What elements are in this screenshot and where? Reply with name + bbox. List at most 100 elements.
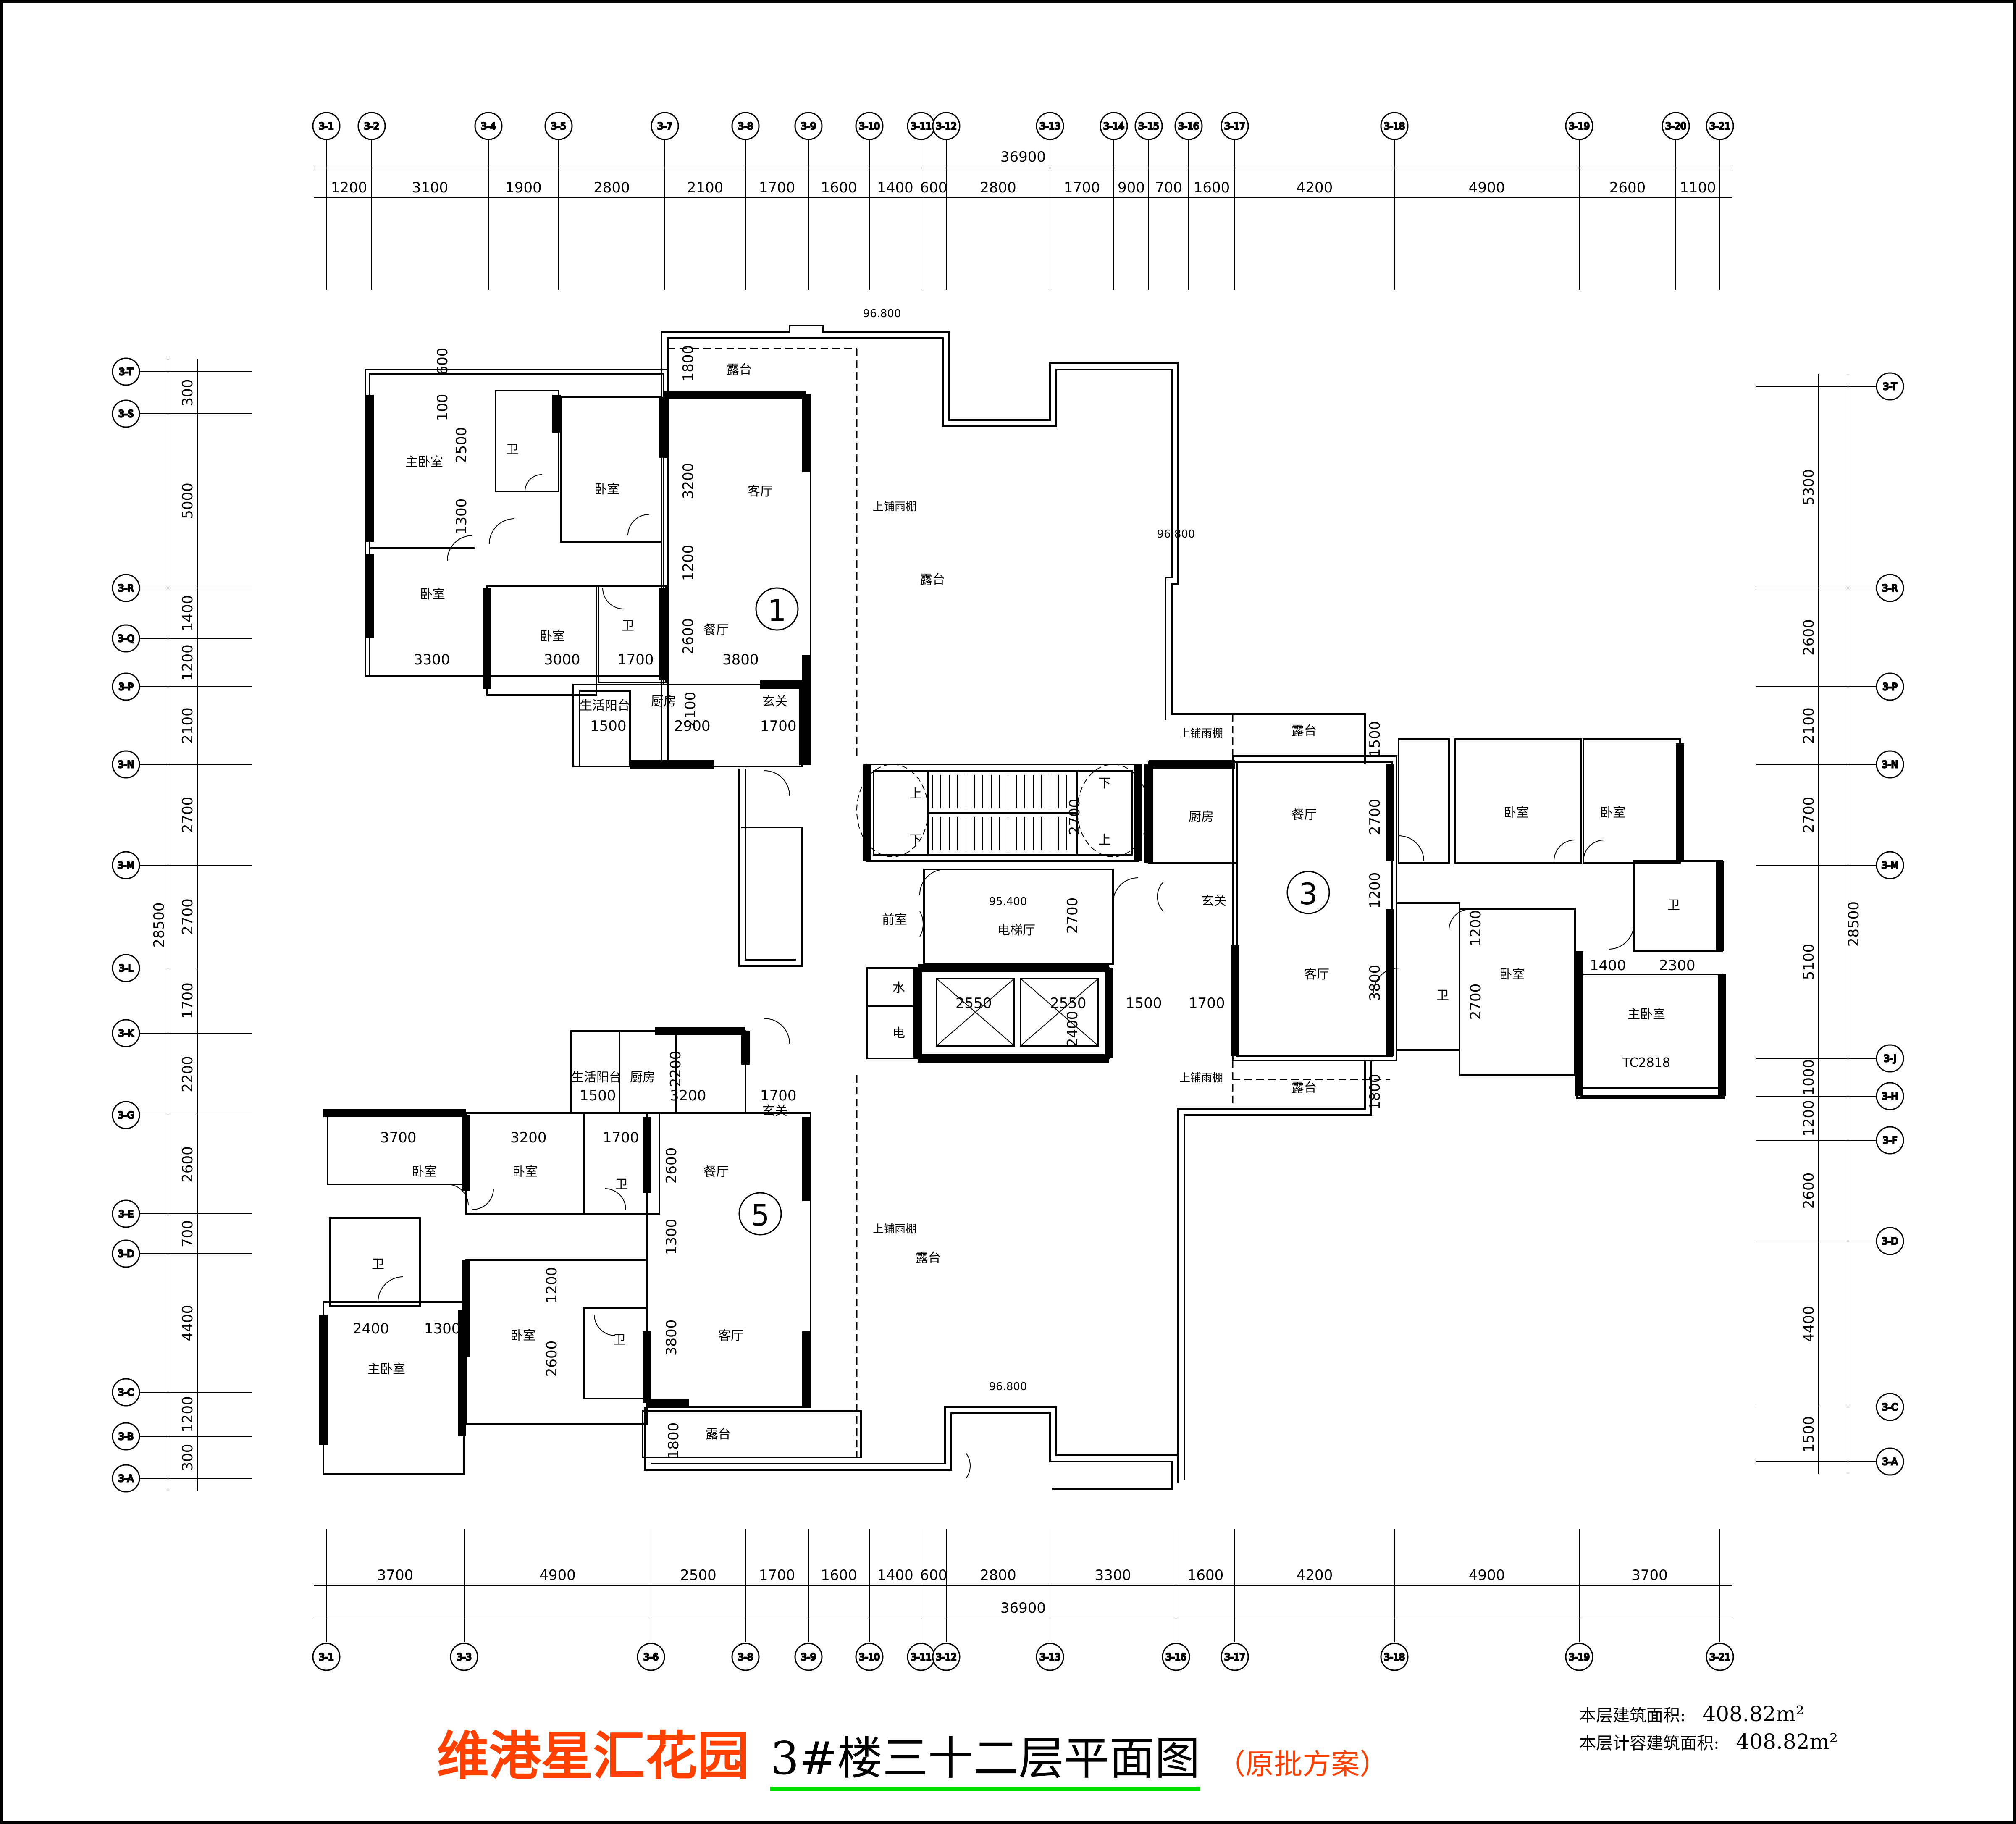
- dim-value: 600: [920, 1567, 948, 1584]
- room-label: 露台: [706, 1427, 731, 1442]
- window-tag: TC2818: [1622, 1055, 1670, 1070]
- room-label: 露台: [1292, 724, 1317, 738]
- dim-total: 36900: [1000, 1600, 1046, 1617]
- room-label: 露台: [920, 572, 945, 587]
- axis-label: 3-10: [859, 121, 880, 132]
- axis-bubble: [855, 112, 884, 140]
- room-label: 客厅: [718, 1328, 743, 1343]
- axis-label: 3-2: [364, 121, 379, 132]
- room-dim: 3000: [544, 651, 580, 668]
- axis-bubble: [112, 1101, 140, 1129]
- axis-label: 3-10: [859, 1652, 880, 1663]
- dim-total: 28500: [151, 902, 168, 947]
- axis-label: 3-R: [118, 583, 134, 594]
- axis-bubble: [112, 1239, 140, 1268]
- room-dim: 1500: [580, 1087, 616, 1104]
- room-dim: 1200: [680, 545, 697, 581]
- room-label: 露台: [916, 1251, 941, 1265]
- room-dim: 2700: [1367, 799, 1383, 835]
- dim-value: 2800: [980, 179, 1016, 196]
- dim-value: 2100: [687, 179, 724, 196]
- unit-marker-5: [738, 1192, 782, 1236]
- room-dim: 1300: [424, 1320, 461, 1337]
- dim-value: 300: [179, 379, 196, 407]
- axis-label: 3-17: [1224, 1652, 1245, 1663]
- axis-label: 3-H: [1882, 1092, 1898, 1102]
- dim-value: 1400: [877, 179, 914, 196]
- axis-label: 3-N: [1882, 760, 1898, 770]
- axis-bubble: [112, 672, 140, 701]
- dim-value: 5000: [179, 483, 196, 519]
- room-label: 玄关: [1201, 894, 1226, 908]
- dim-value: 2700: [179, 898, 196, 935]
- axis-label: 3-21: [1709, 121, 1730, 132]
- room-dim: 1400: [1590, 957, 1626, 974]
- plan-subtitle: （原批方案）: [1217, 1748, 1389, 1781]
- canopy-label: 上铺雨棚: [1179, 1072, 1223, 1084]
- level-text: 95.400: [989, 895, 1027, 908]
- axis-label: 3-12: [936, 121, 957, 132]
- room-label: 玄关: [762, 1104, 788, 1118]
- dim-value: 1200: [179, 644, 196, 681]
- room-dim: 1700: [760, 1087, 797, 1104]
- dim-value: 1400: [877, 1567, 914, 1584]
- axis-bubble: [357, 112, 386, 140]
- room-label: 卧室: [420, 587, 445, 602]
- dim-value: 2800: [980, 1567, 1016, 1584]
- dim-value: 2600: [1609, 179, 1646, 196]
- room-label: 卧室: [412, 1165, 437, 1179]
- room-dim: 1500: [1367, 721, 1383, 758]
- dim-value: 5300: [1801, 469, 1817, 506]
- axis-bubble: [544, 112, 573, 140]
- axis-bubble: [112, 574, 140, 602]
- axis-bubble: [112, 750, 140, 779]
- axis-bubble: [1380, 1643, 1409, 1671]
- dim-value: 1200: [331, 179, 368, 196]
- room-dim: 1800: [1367, 1074, 1383, 1110]
- axis-label: 3-19: [1569, 1652, 1590, 1663]
- stair-label: 上: [1098, 833, 1111, 848]
- room-label: 主卧室: [1628, 1007, 1665, 1022]
- axis-label: 3-J: [1884, 1054, 1896, 1064]
- room-dim: 2550: [1050, 995, 1087, 1012]
- area-summary: 本层建筑面积:408.82m² 本层计容建筑面积:408.82m²: [1579, 1701, 1838, 1756]
- axis-label: 3-18: [1384, 121, 1405, 132]
- axis-label: 3-9: [801, 121, 816, 132]
- axis-label: 3-21: [1709, 1652, 1730, 1663]
- room-dim: 3800: [722, 651, 759, 668]
- dim-value: 4200: [1297, 1567, 1333, 1584]
- room-label: 客厅: [1304, 967, 1329, 982]
- axis-bubble: [731, 112, 760, 140]
- dim-value: 2600: [1801, 1173, 1817, 1209]
- axis-bubble: [1876, 851, 1904, 879]
- dim-value: 4900: [1469, 179, 1505, 196]
- axis-label: 3-C: [1882, 1402, 1898, 1413]
- dim-value: 900: [1118, 179, 1145, 196]
- axis-label: 3-16: [1178, 121, 1199, 132]
- project-name: 维港星汇花园: [437, 1726, 750, 1787]
- room-dim: 1200: [1367, 872, 1383, 909]
- axis-label: 3-16: [1166, 1652, 1186, 1663]
- dim-total: 36900: [1000, 149, 1046, 165]
- axis-label: 3-8: [738, 1652, 753, 1663]
- dim-value: 4200: [1297, 179, 1333, 196]
- room-label: 厨房: [651, 694, 676, 709]
- axis-label: 3-Q: [118, 634, 134, 644]
- level-markers: 96.800 96.800 95.400 96.800: [863, 307, 1195, 1393]
- room-dim: 2400: [353, 1320, 389, 1337]
- dim-value: 3700: [1631, 1567, 1668, 1584]
- axis-bubble: [1380, 112, 1409, 140]
- axis-bubble: [112, 1464, 140, 1493]
- axis-bubble: [1221, 1643, 1249, 1671]
- axis-label: 3-F: [1883, 1136, 1898, 1146]
- axis-bubble: [312, 1643, 341, 1671]
- level-text: 96.800: [863, 307, 901, 320]
- axis-bubble: [1876, 1227, 1904, 1255]
- axis-bubble: [637, 1643, 665, 1671]
- room-dim: 1800: [665, 1422, 682, 1459]
- fa-area-label: 本层计容建筑面积:: [1579, 1734, 1719, 1753]
- room-dim: 3200: [680, 463, 697, 499]
- room-label: 露台: [727, 362, 752, 377]
